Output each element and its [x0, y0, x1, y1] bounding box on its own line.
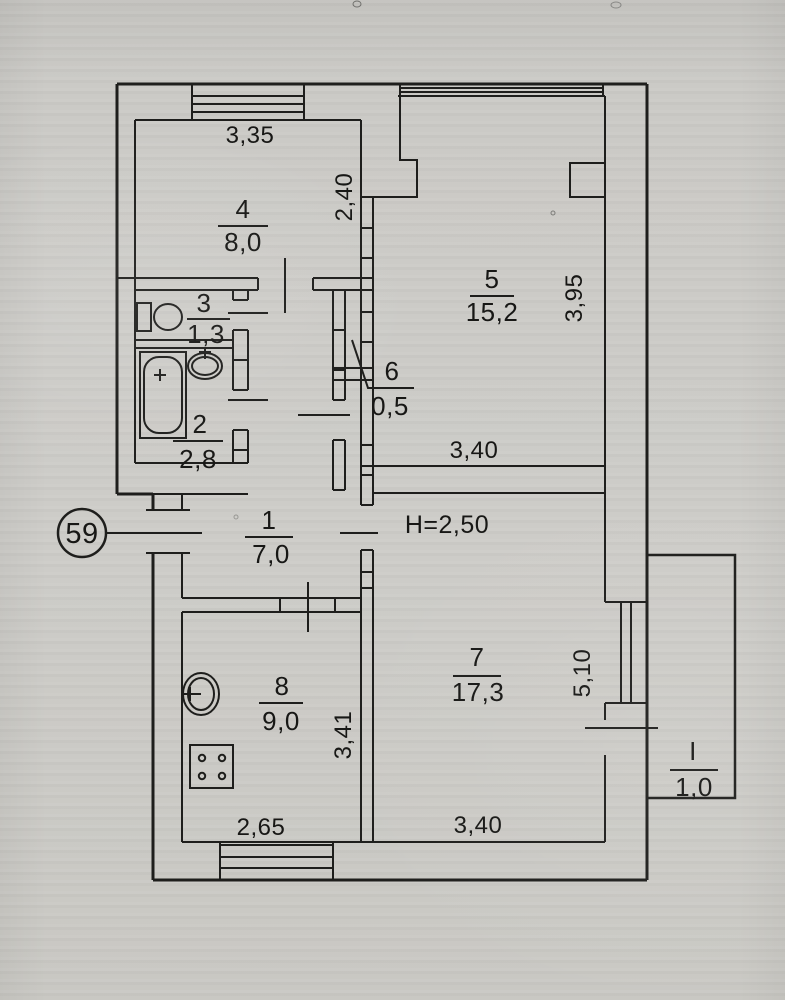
room-2-area: 2,8: [179, 444, 217, 474]
room-3-area: 1,3: [187, 319, 225, 349]
window-kitchen-icon: [219, 842, 334, 880]
dim-room8-bottom: 2,65: [237, 814, 286, 841]
stove-icon: [189, 744, 234, 789]
balcony-area: 1,0: [675, 772, 713, 802]
apartment-number: 59: [65, 518, 98, 550]
wall-wc-bath-right: [228, 290, 268, 463]
room-labels: 4 8,0 5 15,2 3 1,3 2 2,8 6 0,5 1 7,0 7 1…: [173, 194, 718, 802]
kitchen-sink-icon: [182, 672, 220, 716]
apartment-number-callout: 59: [56, 507, 202, 559]
room-6-leader: [351, 339, 414, 389]
ceiling-height-label: H=2,50: [405, 511, 489, 539]
bathtub-icon: [139, 351, 187, 439]
scan-artifacts: [233, 0, 622, 520]
room-5-number: 5: [485, 264, 500, 294]
room-4-number: 4: [236, 194, 251, 224]
outer-walls: [115, 82, 649, 882]
dim-room4-side: 2,40: [331, 173, 358, 222]
toilet-icon: [136, 302, 183, 332]
room-8-number: 8: [275, 671, 290, 701]
room-4-area: 8,0: [224, 227, 262, 257]
room-7-area: 17,3: [452, 677, 505, 707]
bath-sink-icon: [187, 347, 223, 380]
room-5-area: 15,2: [466, 297, 519, 327]
window-room4-icon: [191, 84, 305, 120]
dim-room4-top: 3,35: [226, 122, 275, 149]
balcony-outline: [585, 553, 737, 800]
room-1-area: 7,0: [252, 539, 290, 569]
room-6-area: 0,5: [371, 391, 409, 421]
room-6-number: 6: [385, 356, 400, 386]
wall-step-pilaster: [361, 84, 418, 198]
room-2-number: 2: [193, 409, 208, 439]
dim-room8-side: 3,41: [330, 711, 357, 760]
room-3-number: 3: [197, 288, 212, 318]
dimension-labels: 3,35 2,40 3,95 3,40 5,10 3,40 3,41 2,65: [226, 122, 596, 841]
window-room5-icon: [400, 84, 604, 96]
inner-wall-faces: [134, 95, 606, 843]
fixtures: [136, 302, 234, 789]
windows: [191, 84, 647, 880]
dim-room5-side: 3,95: [561, 274, 588, 323]
dim-room7-side: 5,10: [569, 649, 596, 698]
wall-nook-column: [298, 290, 350, 491]
balcony-number: I: [689, 736, 697, 766]
room-1-number: 1: [262, 505, 277, 535]
dim-room5-bottom: 3,40: [450, 437, 499, 464]
balcony-wall: [647, 553, 737, 800]
interior-partitions: [117, 84, 605, 842]
vent-niche-room5: [569, 162, 605, 198]
dim-room7-bottom: 3,40: [454, 812, 503, 839]
room-7-number: 7: [470, 642, 485, 672]
window-balcony-icon: [605, 601, 647, 704]
room-8-area: 9,0: [262, 706, 300, 736]
